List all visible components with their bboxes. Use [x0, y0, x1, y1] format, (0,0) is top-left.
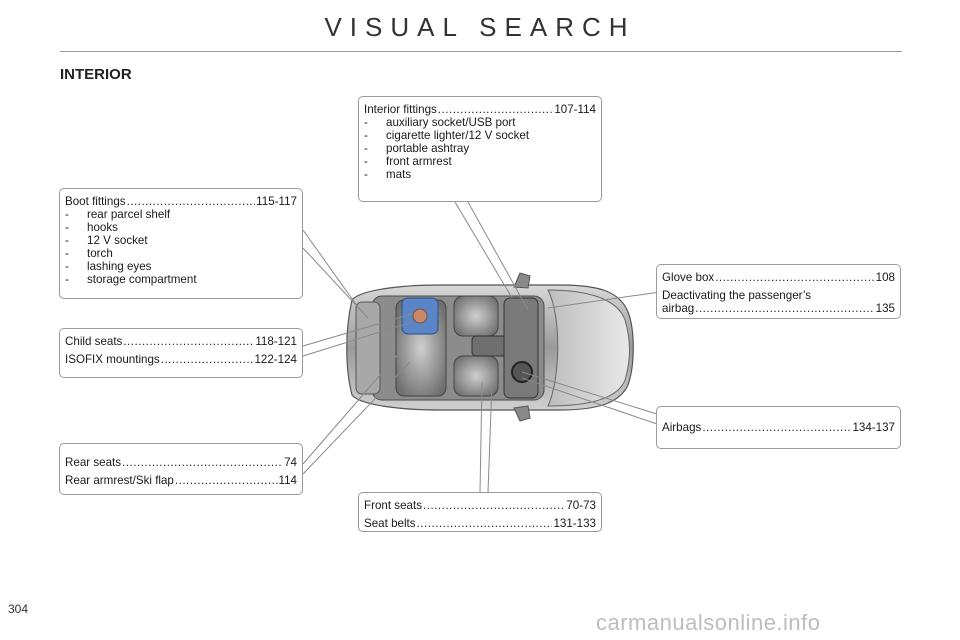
front-seats-entry: Front seats70-73 [364, 499, 596, 512]
car-hood [547, 289, 630, 407]
list-item: -auxiliary socket/USB port [364, 116, 516, 129]
watermark: carmanualsonline.info [596, 610, 821, 635]
glove-box-entry: Glove box108 [662, 271, 895, 284]
rear-armrest-entry: Rear armrest/Ski flap114 [65, 474, 297, 487]
leader-lines [302, 201, 661, 493]
mirror-top [513, 272, 531, 289]
rear-seats-entry: Rear seats74 [65, 456, 297, 469]
airbags-box: Airbags134-137 [656, 406, 901, 449]
list-item: -storage compartment [65, 273, 197, 286]
title-divider [60, 51, 902, 52]
list-item: -lashing eyes [65, 260, 152, 273]
mirror-bottom [513, 405, 531, 422]
child-seats-box: Child seats118-121 ISOFIX mountings122-1… [59, 328, 303, 378]
list-item: -rear parcel shelf [65, 208, 171, 221]
list-item: -hooks [65, 221, 118, 234]
seat-belts-entry: Seat belts131-133 [364, 517, 596, 530]
page-number: 304 [8, 602, 29, 616]
list-item: -front armrest [364, 155, 452, 168]
dashboard [503, 297, 539, 399]
list-item: -cigarette lighter/12 V socket [364, 129, 530, 142]
page-title: VISUAL SEARCH [324, 12, 636, 42]
interior-fittings-entry: Interior fittings107-114 [364, 103, 596, 116]
airbags-entry: Airbags134-137 [662, 421, 895, 434]
child-seats-entry: Child seats118-121 [65, 335, 297, 348]
list-item: -12 V socket [65, 234, 148, 247]
airbag-deactivation-entry-line1: Deactivating the passenger’s [662, 289, 812, 302]
front-seat-top [453, 295, 499, 337]
airbag-deactivation-entry: airbag135 [662, 302, 895, 315]
list-item: -mats [364, 168, 412, 181]
interior-fittings-box: Interior fittings107-114 -auxiliary sock… [358, 96, 602, 202]
list-item: -torch [65, 247, 113, 260]
boot-area [355, 301, 381, 395]
rear-seats-box: Rear seats74 Rear armrest/Ski flap114 [59, 443, 303, 495]
boot-fittings-entry: Boot fittings115-117 [65, 195, 297, 208]
list-item: -portable ashtray [364, 142, 470, 155]
isofix-entry: ISOFIX mountings122-124 [65, 353, 297, 366]
boot-fittings-box: Boot fittings115-117 -rear parcel shelf … [59, 188, 303, 299]
front-seats-box: Front seats70-73 Seat belts131-133 [358, 492, 602, 532]
glove-box-box: Glove box108 Deactivating the passenger’… [656, 264, 901, 319]
section-title: INTERIOR [60, 66, 132, 83]
